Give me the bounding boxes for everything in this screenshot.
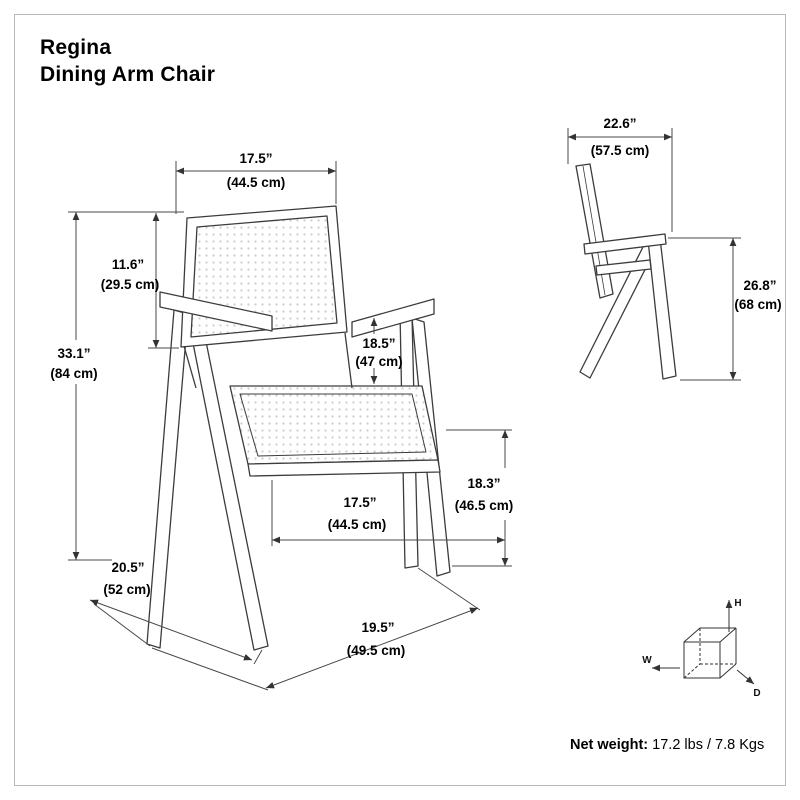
side-back-post [575, 163, 614, 299]
dim-side-depth-cm: (57.5 cm) [591, 143, 650, 158]
dim-base-depth-cm: (52 cm) [103, 582, 150, 597]
depth-axis-arrow [736, 669, 755, 685]
dim-seat-width-cm: (47 cm) [355, 354, 402, 369]
left-armrest [159, 291, 273, 332]
dim-side-depth-inches: 22.6” [603, 116, 636, 131]
dim-base-depth: 20.5” (52 cm) [89, 560, 263, 665]
dim-base-width: 19.5” (49.5 cm) [151, 567, 481, 691]
dim-seat-depth-inches: 17.5” [343, 495, 376, 510]
dim-base-depth-inches: 20.5” [111, 560, 144, 575]
dim-base-width-inches: 19.5” [361, 620, 394, 635]
dim-arm-height: 26.8” (68 cm) [668, 237, 782, 381]
right-armrest [351, 298, 435, 338]
dimension-annotations: 17.5” (44.5 cm) 11.6” (29.5 cm) 33.1” (8… [50, 116, 782, 691]
dim-back-height: 11.6” (29.5 cm) [101, 213, 179, 349]
net-weight-value: 17.2 lbs / 7.8 Kgs [648, 737, 765, 753]
dimension-cube-icon: H W D [642, 598, 760, 699]
dim-seat-height: 18.3” (46.5 cm) [446, 429, 514, 567]
dim-seat-depth: 17.5” (44.5 cm) [271, 480, 505, 546]
net-weight-label: Net weight: [570, 737, 649, 753]
rear-left-leg [187, 317, 269, 651]
dim-total-height-cm: (84 cm) [50, 366, 97, 381]
dim-seat-height-inches: 18.3” [467, 476, 500, 491]
side-front-leg [647, 237, 677, 380]
dim-back-height-inches: 11.6” [112, 257, 144, 272]
dim-seat-width-inches: 18.5” [362, 336, 395, 351]
dim-seat-width: 18.5” (47 cm) [355, 318, 403, 384]
dim-base-width-cm: (49.5 cm) [347, 643, 406, 658]
dim-side-depth: 22.6” (57.5 cm) [567, 116, 673, 232]
front-left-leg [146, 309, 189, 649]
net-weight: Net weight: 17.2 lbs / 7.8 Kgs [570, 737, 764, 753]
back-strut-left [183, 345, 197, 389]
dim-total-height-inches: 33.1” [57, 346, 90, 361]
width-axis-label: W [642, 655, 652, 666]
seat-front-band [247, 459, 441, 477]
dim-arm-height-inches: 26.8” [743, 278, 776, 293]
product-name: Regina [40, 36, 112, 59]
dim-back-height-cm: (29.5 cm) [101, 277, 160, 292]
height-axis-label: H [734, 598, 741, 609]
dim-seat-height-cm: (46.5 cm) [455, 498, 514, 513]
front-view-chair [146, 205, 451, 651]
side-armrest [583, 233, 667, 255]
dim-total-height: 33.1” (84 cm) [50, 211, 184, 561]
product-type: Dining Arm Chair [40, 63, 216, 86]
dim-arm-height-cm: (68 cm) [734, 297, 781, 312]
seat-inner-frame [239, 393, 427, 457]
page-title: Regina Dining Arm Chair [40, 34, 215, 88]
back-strut-right [344, 332, 353, 389]
dim-seat-depth-cm: (44.5 cm) [328, 517, 387, 532]
side-seat [595, 259, 652, 276]
dim-back-width-cm: (44.5 cm) [227, 175, 286, 190]
dim-back-width-inches: 17.5” [239, 151, 272, 166]
depth-axis-label: D [753, 688, 760, 699]
dim-back-width: 17.5” (44.5 cm) [175, 151, 337, 214]
cube-front-face [683, 641, 721, 679]
side-view-chair [575, 163, 677, 380]
